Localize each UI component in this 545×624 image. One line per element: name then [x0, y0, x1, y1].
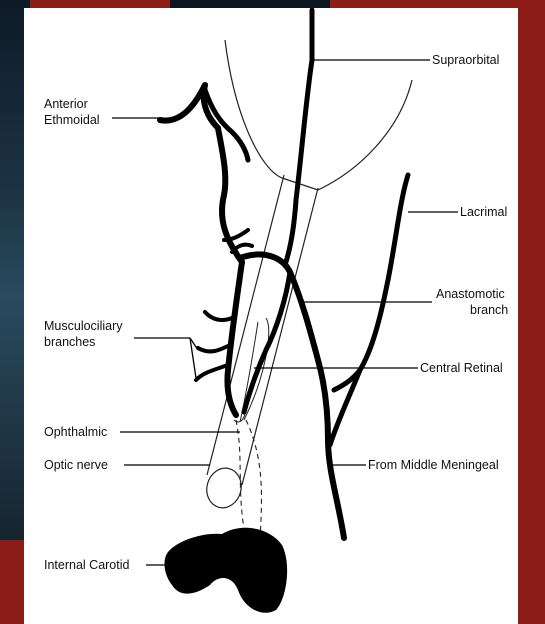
label-optic-nerve: Optic nerve: [44, 458, 108, 472]
label-supraorbital: Supraorbital: [432, 53, 499, 67]
label-anterior-ethmoidal-line2: Ethmoidal: [44, 113, 100, 127]
label-ophthalmic: Ophthalmic: [44, 425, 107, 439]
label-middle-meningeal: From Middle Meningeal: [368, 458, 499, 472]
musculociliary-trunk: [227, 262, 242, 415]
label-lacrimal: Lacrimal: [460, 205, 507, 219]
anastomotic-branch: [244, 272, 290, 412]
label-internal-carotid: Internal Carotid: [44, 558, 130, 572]
globe-outline: [225, 40, 412, 190]
musculo-branch-1: [205, 312, 232, 320]
musculo-branch-3: [196, 365, 228, 380]
anterior-ethmoidal-vessel: [160, 85, 242, 262]
label-anterior-ethmoidal-line1: Anterior: [44, 97, 88, 111]
main-trunk-vessel: [240, 254, 344, 538]
label-anastomotic-line1: Anastomotic: [436, 287, 505, 301]
label-anastomotic-line2: branch: [470, 303, 508, 317]
lacrimal-vessel: [334, 175, 408, 390]
optic-nerve-shape: [202, 175, 318, 512]
internal-carotid-shape: [165, 528, 288, 613]
label-musculociliary-line2: branches: [44, 335, 95, 349]
musculo-branch-2: [198, 345, 230, 351]
label-musculociliary-line1: Musculociliary: [44, 319, 123, 333]
label-central-retinal: Central Retinal: [420, 361, 503, 375]
leader-lines: [112, 60, 458, 565]
